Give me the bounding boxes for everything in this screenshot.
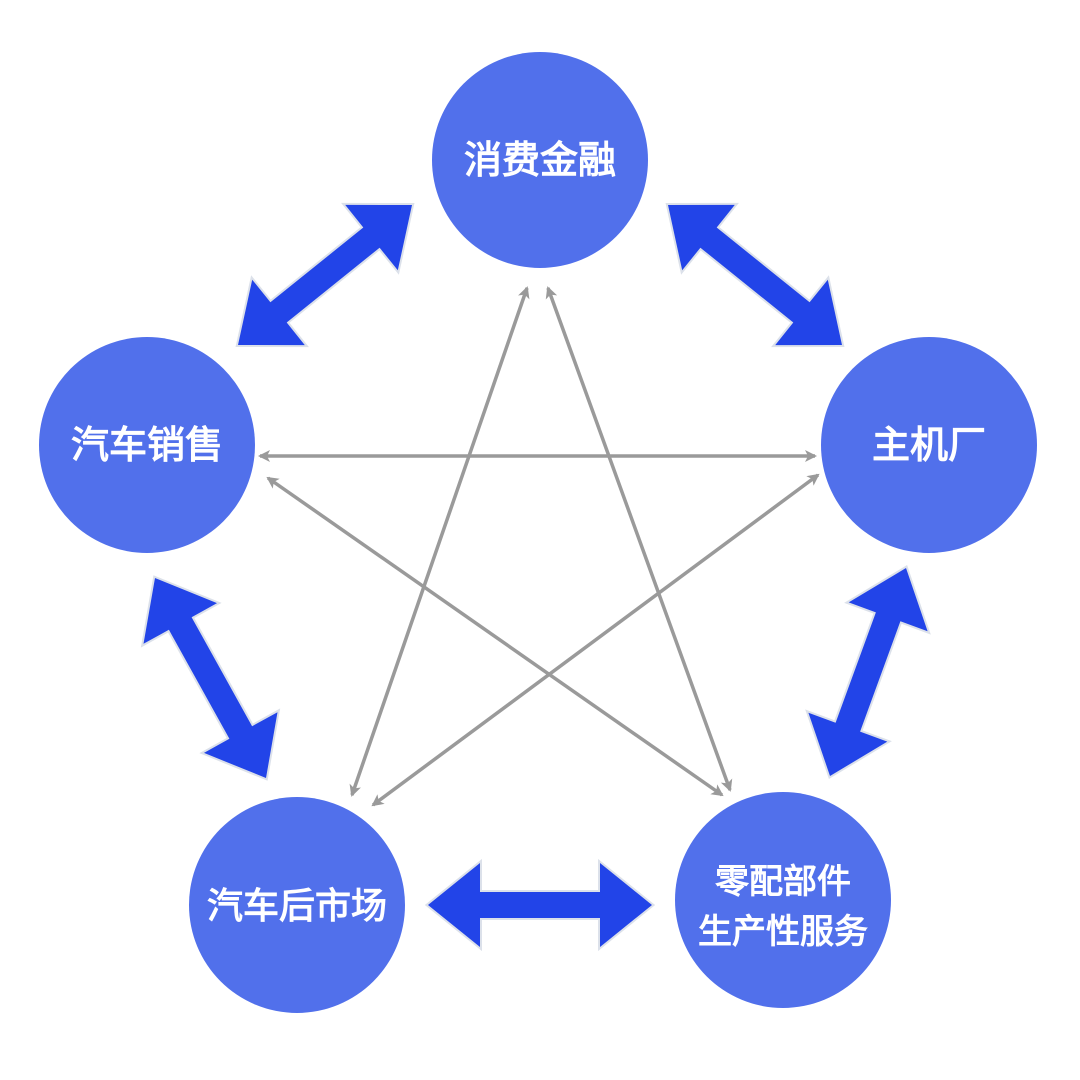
node-sales-label: 汽车销售: [71, 423, 223, 467]
node-parts-label-line1: 零配部件: [715, 862, 851, 902]
node-aftermarket-label: 汽车后市场: [207, 886, 387, 927]
ring-arrow-aftermarket-sales: [140, 575, 281, 781]
ring-arrow-oem-parts: [805, 565, 931, 779]
node-oem-circle: [821, 337, 1037, 553]
ring-arrow-finance-oem: [665, 202, 845, 348]
ring-arrow-parts-aftermarket: [424, 858, 656, 952]
node-parts-label-line2: 生产性服务: [698, 912, 868, 952]
node-parts: 零配部件 生产性服务: [675, 792, 891, 1008]
node-finance-label: 消费金融: [464, 138, 616, 182]
star-arrow-sales-parts: [266, 476, 724, 797]
node-sales-circle: [39, 337, 255, 553]
node-oem: 主机厂: [821, 337, 1037, 553]
node-finance: 消费金融: [432, 52, 648, 268]
node-aftermarket: 汽车后市场: [189, 797, 405, 1013]
star-arrow-finance-aftermarket: [349, 286, 530, 797]
node-oem-label: 主机厂: [872, 423, 986, 467]
ring-arrow-sales-finance: [235, 202, 415, 348]
star-arrow-finance-parts: [545, 286, 733, 792]
node-aftermarket-circle: [189, 797, 405, 1013]
node-parts-circle: [675, 792, 891, 1008]
ring-connections: [140, 202, 931, 952]
node-finance-circle: [432, 52, 648, 268]
star-connections: [258, 286, 820, 807]
node-sales: 汽车销售: [39, 337, 255, 553]
star-arrow-oem-aftermarket: [371, 473, 820, 807]
